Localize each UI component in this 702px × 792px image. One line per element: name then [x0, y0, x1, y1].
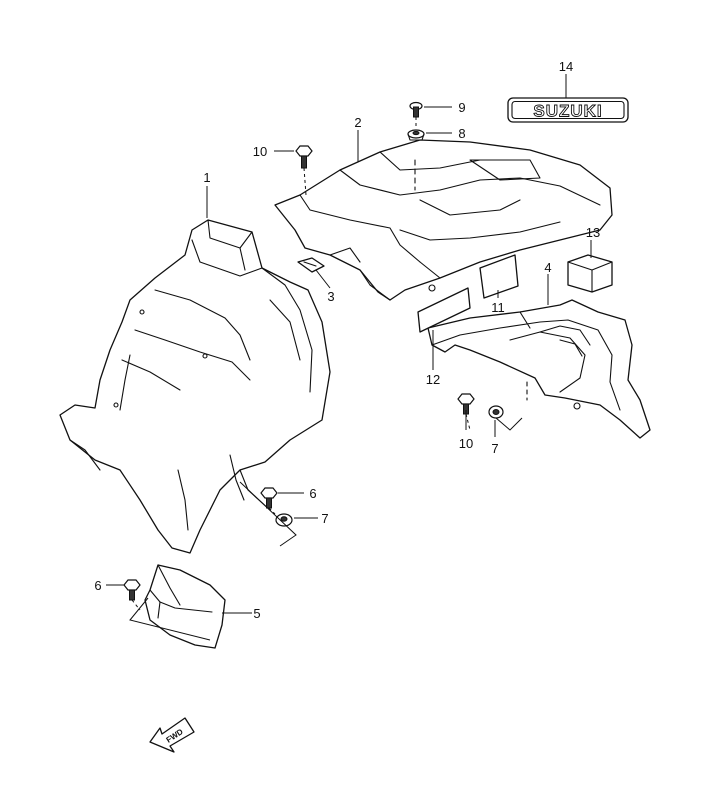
splash-guard-part[interactable] [144, 564, 226, 649]
callout-8: 8 [458, 126, 465, 141]
suzuki-emblem-part[interactable]: SUZUKI [507, 97, 629, 123]
assembly-lines [129, 117, 523, 641]
callout-11: 11 [491, 300, 505, 315]
callout-1: 1 [203, 170, 210, 185]
bolt-icon[interactable] [295, 145, 313, 169]
callout-2: 2 [354, 115, 361, 130]
collar-nut-icon[interactable] [488, 405, 504, 419]
rear-fender-part[interactable] [274, 139, 613, 301]
callout-13: 13 [586, 225, 600, 240]
cushion-block-part[interactable] [567, 254, 613, 293]
reflector-pad-part[interactable] [479, 254, 519, 299]
collar-nut-icon[interactable] [275, 513, 293, 527]
bolt-icon[interactable] [260, 487, 278, 509]
screw-icon[interactable] [409, 101, 423, 118]
callout-labels: 1 2 3 4 5 6 7 6 8 9 10 10 7 11 12 13 14 [94, 59, 600, 621]
callout-14: 14 [559, 59, 573, 74]
callout-6-lower: 6 [94, 578, 101, 593]
callout-7-middle: 7 [321, 511, 328, 526]
bolt-icon[interactable] [457, 393, 475, 415]
callout-9: 9 [458, 100, 465, 115]
fwd-arrow-icon: FWD [149, 717, 195, 753]
license-bracket-part[interactable] [427, 299, 651, 439]
callout-6-middle: 6 [309, 486, 316, 501]
clip-nut-part[interactable] [297, 257, 325, 273]
bolt-icon[interactable] [123, 579, 141, 601]
callout-10-upper: 10 [253, 144, 267, 159]
callout-7-lower: 7 [491, 441, 498, 456]
callout-5: 5 [253, 606, 260, 621]
callout-3: 3 [327, 289, 334, 304]
callout-10-lower: 10 [459, 436, 473, 451]
callout-4: 4 [544, 260, 551, 275]
emblem-text: SUZUKI [533, 102, 602, 121]
reflector-plate-part[interactable] [417, 287, 471, 333]
front-fender-part[interactable] [59, 219, 331, 554]
leader-lines [106, 74, 592, 614]
grommet-icon[interactable] [407, 129, 425, 141]
callout-12: 12 [426, 372, 440, 387]
